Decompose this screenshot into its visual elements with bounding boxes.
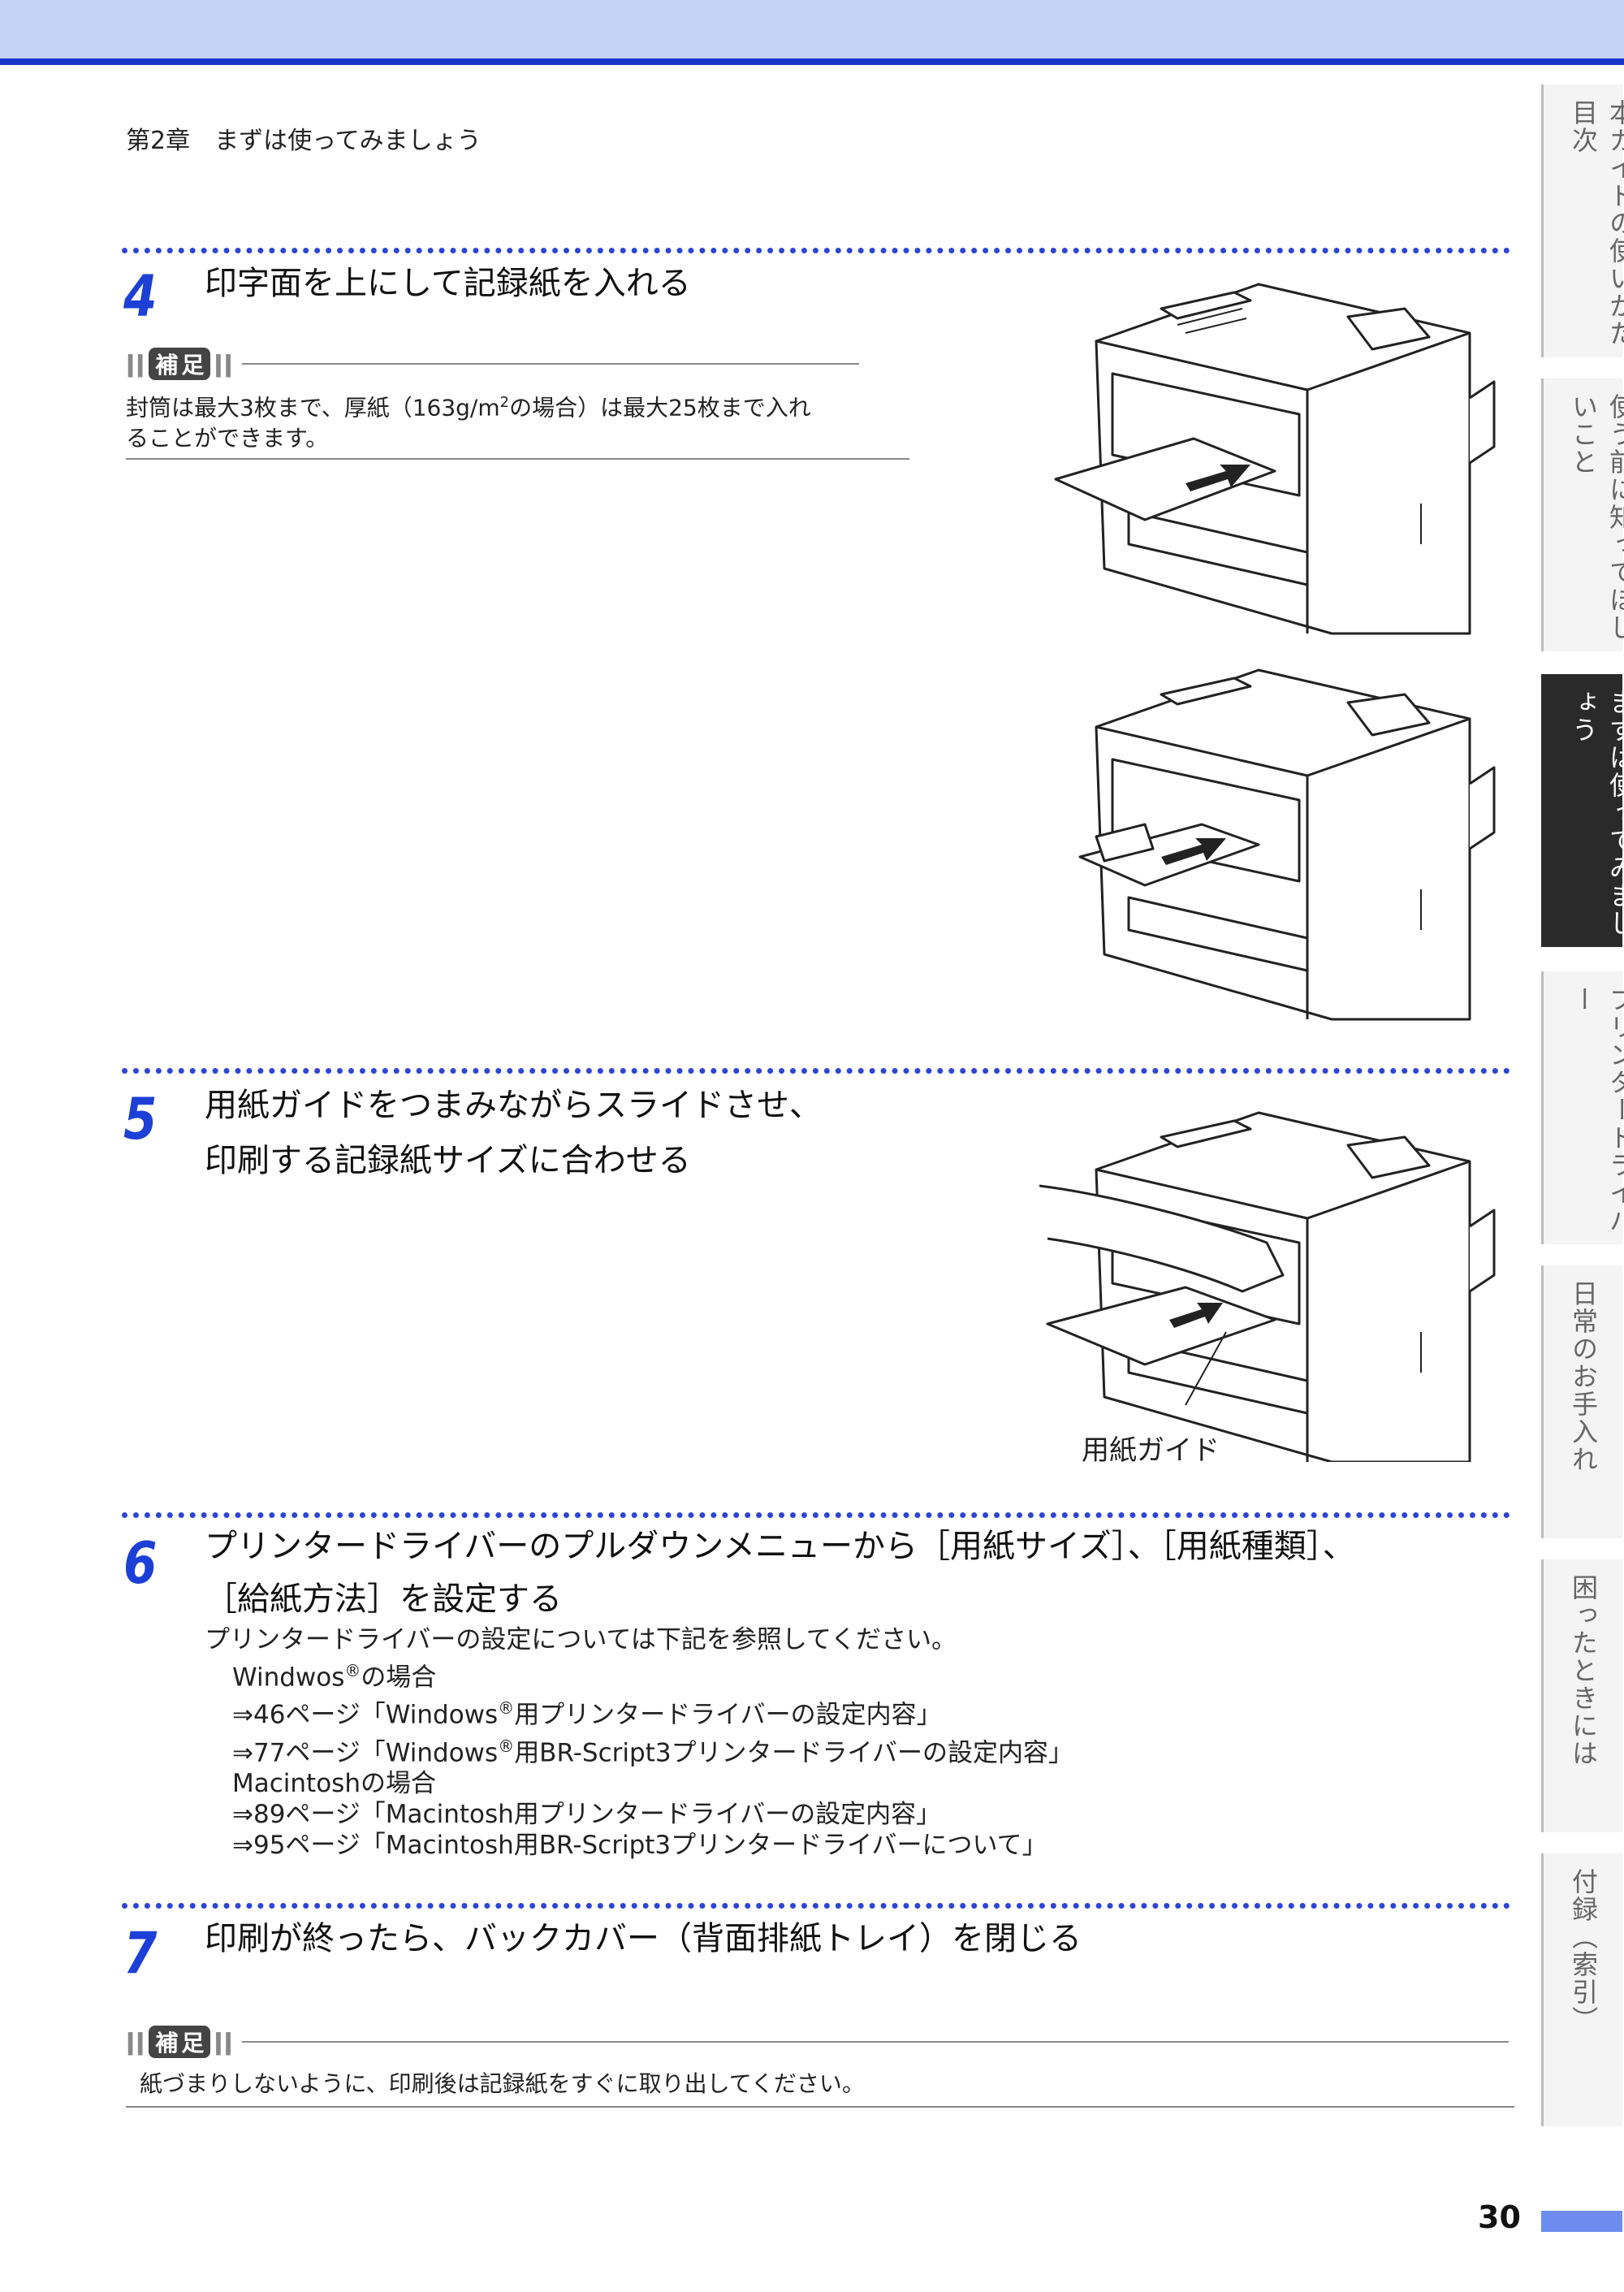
printer-illustration-1 bbox=[1054, 283, 1496, 635]
top-band bbox=[0, 0, 1624, 58]
note-bottom-rule bbox=[126, 458, 909, 460]
printer-illustration-3 bbox=[1039, 1111, 1496, 1462]
note-badge-char: 補 bbox=[155, 352, 179, 378]
sidebar-tab-label: プリンタードライバー bbox=[1568, 986, 1624, 1235]
sidebar-tab-printer-driver[interactable]: プリンタードライバー bbox=[1541, 971, 1624, 1244]
note-rule bbox=[241, 2041, 1509, 2043]
note-header: ǀǀ 補 足 ǀǀ bbox=[126, 2024, 1509, 2060]
sidebar-tab-guide-toc[interactable]: 本ガイドの使いかた目次 bbox=[1541, 84, 1624, 357]
top-rule bbox=[0, 58, 1624, 65]
note-bars-left: ǀǀ bbox=[126, 2027, 146, 2056]
sidebar-tab-label: 困ったときには bbox=[1568, 1574, 1599, 1767]
step-title: 印字面を上にして記録紙を入れる bbox=[205, 265, 691, 302]
sidebar-tab-appendix[interactable]: 付録（索引） bbox=[1541, 1853, 1622, 2126]
step6-ref-link[interactable]: ⇒77ページ「Windows®用BR-Script3プリンタードライバーの設定内… bbox=[232, 1736, 1073, 1767]
step-title-line1: プリンタードライバーのプルダウンメニューから［用紙サイズ］、［用紙種類］、 bbox=[205, 1528, 1355, 1565]
note-rule bbox=[241, 363, 859, 365]
sidebar-tab-label: 本ガイドの使いかた目次 bbox=[1568, 99, 1624, 348]
note-badge-char: 足 bbox=[181, 2030, 205, 2056]
step-number: 7 bbox=[123, 1920, 158, 1987]
step-title: 印刷が終ったら、バックカバー（背面排紙トレイ）を閉じる bbox=[205, 1920, 1082, 1957]
paper-guide-label: 用紙ガイド bbox=[1082, 1434, 1220, 1467]
step6-ref-link[interactable]: ⇒46ページ「Windows®用プリンタードライバーの設定内容」 bbox=[232, 1698, 942, 1730]
sidebar-tab-troubleshooting[interactable]: 困ったときには bbox=[1541, 1559, 1622, 1832]
sidebar-tab-label: 使う前に知ってほしいこと bbox=[1568, 393, 1624, 642]
note-bars-left: ǀǀ bbox=[126, 349, 146, 378]
note-text: 封筒は最大3枚まで、厚紙（163g/m2の場合）は最大25枚まで入れ ることがで… bbox=[126, 394, 811, 452]
printer-illustration-2 bbox=[1078, 668, 1496, 1021]
note-badge: 補 足 bbox=[149, 2026, 211, 2058]
step-title-line1: 用紙ガイドをつまみながらスライドさせ、 bbox=[205, 1087, 822, 1124]
step-title-line2: ［給紙方法］を設定する bbox=[205, 1581, 562, 1618]
note-bars-right: ǀǀ bbox=[214, 2027, 234, 2056]
step-number: 6 bbox=[123, 1530, 158, 1597]
step6-ref-link[interactable]: ⇒89ページ「Macintosh用プリンタードライバーの設定内容」 bbox=[232, 1799, 942, 1829]
page-number: 30 bbox=[1478, 2199, 1521, 2235]
step-divider bbox=[122, 248, 1510, 253]
sidebar-tab-before-use[interactable]: 使う前に知ってほしいこと bbox=[1541, 378, 1624, 651]
step-divider bbox=[122, 1068, 1510, 1074]
sidebar-tab-label: 付録（索引） bbox=[1568, 1868, 1599, 2034]
note-badge-char: 補 bbox=[155, 2030, 179, 2056]
note-badge-char: 足 bbox=[181, 352, 205, 378]
sidebar-tab-getting-started[interactable]: まずは使ってみましょう bbox=[1541, 674, 1624, 947]
step-number: 4 bbox=[123, 263, 158, 330]
step-number: 5 bbox=[123, 1086, 158, 1152]
step-title-line2: 印刷する記録紙サイズに合わせる bbox=[205, 1142, 691, 1179]
step-divider bbox=[122, 1512, 1510, 1518]
note-text: 紙づまりしないように、印刷後は記録紙をすぐに取り出してください。 bbox=[140, 2070, 865, 2097]
step6-ref-link[interactable]: ⇒95ページ「Macintosh用BR-Script3プリンタードライバーについ… bbox=[232, 1830, 1047, 1860]
note-header: ǀǀ 補 足 ǀǀ bbox=[126, 346, 859, 382]
step6-mac-heading: Macintoshの場合 bbox=[232, 1768, 436, 1798]
note-bottom-rule bbox=[126, 2106, 1514, 2108]
chapter-title: 第2章 まずは使ってみましょう bbox=[126, 127, 482, 155]
sidebar-tab-maintenance[interactable]: 日常のお手入れ bbox=[1541, 1265, 1622, 1538]
sidebar-tab-label: 日常のお手入れ bbox=[1568, 1280, 1599, 1473]
step6-windows-heading: Windwos®の場合 bbox=[232, 1661, 437, 1693]
step6-intro: プリンタードライバーの設定については下記を参照してください。 bbox=[205, 1625, 957, 1654]
step6-body: プリンタードライバーの設定については下記を参照してください。 Windwos®の… bbox=[205, 1624, 1073, 1861]
step-divider bbox=[122, 1903, 1510, 1909]
note-badge: 補 足 bbox=[149, 348, 211, 380]
page-number-bar bbox=[1541, 2211, 1622, 2232]
note-bars-right: ǀǀ bbox=[214, 349, 234, 378]
sidebar-tab-label: まずは使ってみましょう bbox=[1568, 689, 1624, 937]
